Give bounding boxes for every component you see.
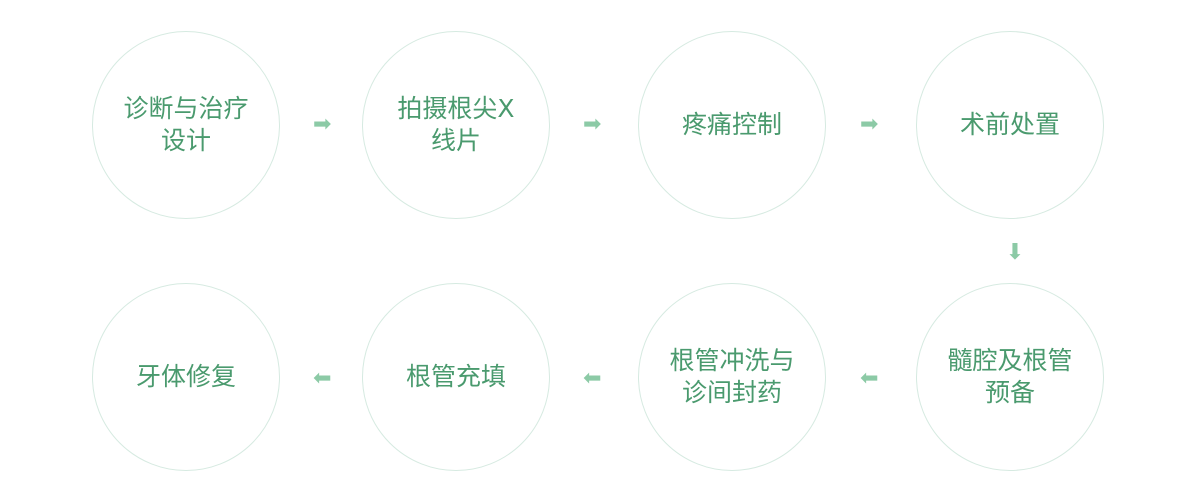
step-diagnosis: 诊断与治疗设计 [92, 31, 280, 219]
step-obturation: 根管充填 [362, 283, 550, 471]
step-label: 诊断与治疗设计 [123, 94, 249, 155]
step-label: 牙体修复 [135, 362, 236, 391]
step-label: 疼痛控制 [681, 110, 782, 139]
step-canal-prep: 髓腔及根管预备 [916, 283, 1104, 471]
step-irrigation: 根管冲洗与诊间封药 [638, 283, 826, 471]
arrow-right-icon: ➡ [860, 112, 879, 137]
step-label: 根管冲洗与诊间封药 [669, 346, 795, 407]
arrow-left-icon: ➡ [583, 366, 602, 391]
arrow-down-icon: ➡ [1002, 241, 1028, 261]
arrow-right-icon: ➡ [583, 112, 602, 137]
step-preop: 术前处置 [916, 31, 1104, 219]
step-pain-control: 疼痛控制 [638, 31, 826, 219]
step-xray: 拍摄根尖X线片 [362, 31, 550, 219]
arrow-left-icon: ➡ [860, 366, 879, 391]
step-label: 拍摄根尖X线片 [397, 94, 515, 155]
arrow-right-icon: ➡ [313, 112, 332, 137]
step-label: 根管充填 [405, 362, 506, 391]
arrow-left-icon: ➡ [313, 366, 332, 391]
step-restoration: 牙体修复 [92, 283, 280, 471]
step-label: 术前处置 [959, 110, 1060, 139]
step-label: 髓腔及根管预备 [947, 346, 1073, 407]
